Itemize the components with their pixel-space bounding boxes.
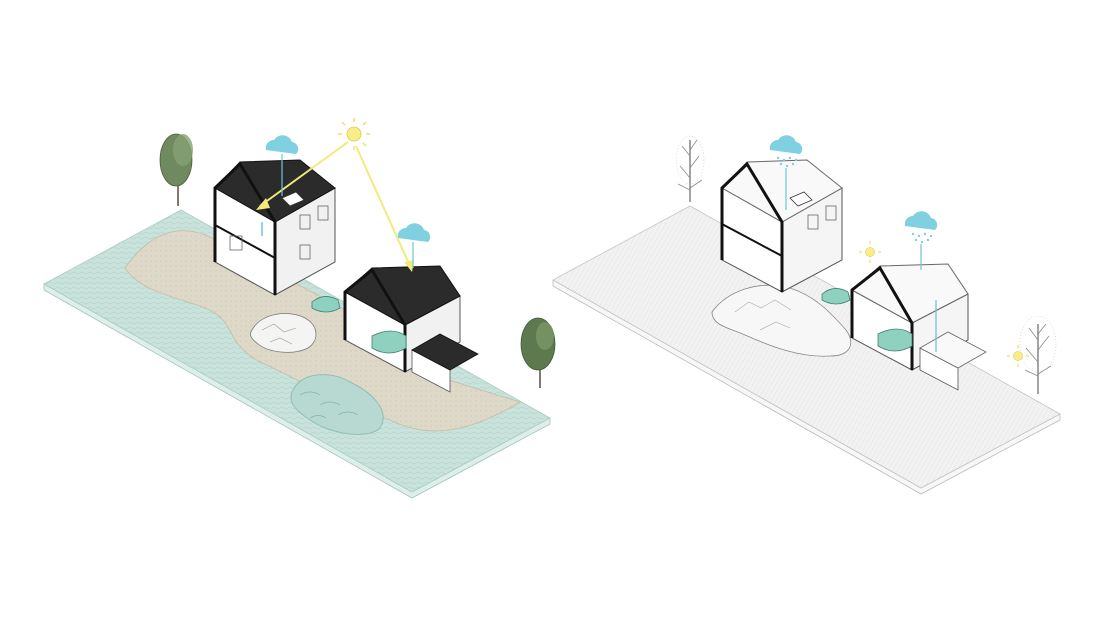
sand-texture <box>125 230 520 432</box>
scene-summer <box>43 118 556 499</box>
sun-icon <box>859 241 881 263</box>
house-small <box>311 265 479 393</box>
skylight <box>281 191 305 207</box>
sun-ray-arrow <box>404 260 414 272</box>
water-tank <box>371 330 407 354</box>
house-large <box>213 159 336 296</box>
snow-mound-lines <box>734 299 792 331</box>
window <box>317 205 329 221</box>
annex-roof <box>411 333 479 371</box>
section-cut <box>720 161 784 292</box>
car <box>311 296 341 313</box>
car <box>821 288 851 305</box>
bare-tree <box>675 135 705 202</box>
rain-cloud-icon <box>904 211 938 270</box>
window <box>299 214 311 230</box>
window <box>825 205 837 221</box>
section-cut <box>213 161 277 295</box>
window <box>229 235 243 251</box>
house-small <box>821 263 987 391</box>
sun-ray <box>259 141 349 207</box>
cloud-icon <box>397 223 431 268</box>
window <box>807 214 819 230</box>
house-large <box>720 159 843 293</box>
rock-mound-lines <box>261 323 297 345</box>
bare-tree <box>1019 315 1057 394</box>
tree <box>159 133 193 206</box>
tree <box>520 317 556 388</box>
skylight <box>789 191 813 207</box>
scene-winter <box>552 135 1061 495</box>
sun-ray-arrow <box>256 198 270 210</box>
water-tank <box>877 328 913 352</box>
window <box>299 244 311 260</box>
sun-ray <box>355 145 411 267</box>
rain-cloud-icon <box>769 135 803 210</box>
rock-mound <box>250 313 317 353</box>
pond-ripples <box>299 391 359 419</box>
pond <box>290 374 384 435</box>
sun-icon <box>1007 345 1029 367</box>
cloud-icon <box>265 135 299 196</box>
